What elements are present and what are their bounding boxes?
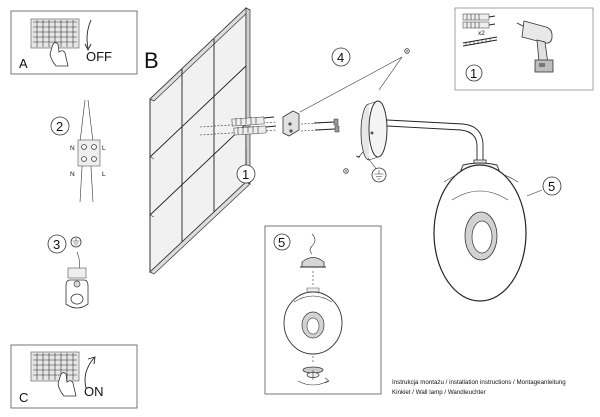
screw-icon [462, 36, 498, 47]
step-1-hardware-box: 1 x2 [454, 7, 594, 91]
locking-ring-icon [302, 366, 324, 380]
step-5-inset-panel: 5 [264, 225, 382, 395]
footer-caption: Instrukcja montażu / installation instru… [392, 379, 566, 396]
wall-plugs [199, 116, 278, 136]
lamp-arm [386, 119, 484, 160]
drill-icon [516, 20, 554, 73]
step-4-callout: 4 [299, 47, 410, 174]
hand-icon [57, 372, 77, 397]
panel-a: A OFF [10, 10, 138, 75]
panel-b-letter: B [144, 48, 159, 73]
mounting-bracket [282, 110, 300, 137]
panel-c-letter: C [19, 390, 28, 405]
wall-plug-icon [462, 13, 496, 29]
arrow-down-icon [84, 19, 92, 52]
step-5-inset-number: 5 [278, 235, 285, 250]
ground-symbol-icon [367, 157, 387, 183]
terminal-l-bottom: L [102, 171, 106, 178]
step-1-wall-number: 1 [242, 167, 249, 182]
footer-line-1: Instrukcja montażu / installation instru… [392, 379, 566, 386]
wall-tiles [149, 6, 251, 275]
terminal-n-bottom: N [70, 171, 75, 178]
panel-c: C ON [10, 344, 138, 409]
step-5-lamp-number: 5 [548, 179, 555, 194]
step-1-top-number: 1 [470, 66, 477, 81]
step-2-terminal-block: 2 N L N L [50, 99, 106, 203]
anchor-count: x2 [478, 30, 485, 37]
terminal-l-top: L [102, 145, 106, 152]
lamp-holder-icon [300, 257, 326, 268]
step-3-earth-terminal: 3 [47, 234, 89, 309]
on-label: ON [84, 384, 104, 399]
ground-symbol-icon [70, 236, 82, 248]
small-glass-shade-icon [283, 287, 343, 355]
bracket-screws [300, 118, 340, 133]
terminal-n-top: N [70, 145, 75, 152]
step-1-wall-label: 1 [236, 148, 256, 184]
arrow-up-icon [84, 356, 96, 389]
glass-shade [433, 159, 527, 302]
step-2-number: 2 [56, 119, 63, 134]
rotate-arrow-icon [297, 377, 330, 386]
step-4-number: 4 [337, 50, 344, 65]
footer-line-2: Kinkiet / Wall lamp / Wandleuchter [392, 389, 486, 396]
panel-a-letter: A [19, 56, 28, 71]
lamp-canopy [355, 100, 388, 161]
switch-block-icon [30, 351, 80, 382]
hand-icon [49, 42, 69, 67]
step-3-number: 3 [53, 237, 60, 252]
step-5-lamp-label: 5 [526, 176, 562, 197]
off-label: OFF [86, 49, 112, 64]
